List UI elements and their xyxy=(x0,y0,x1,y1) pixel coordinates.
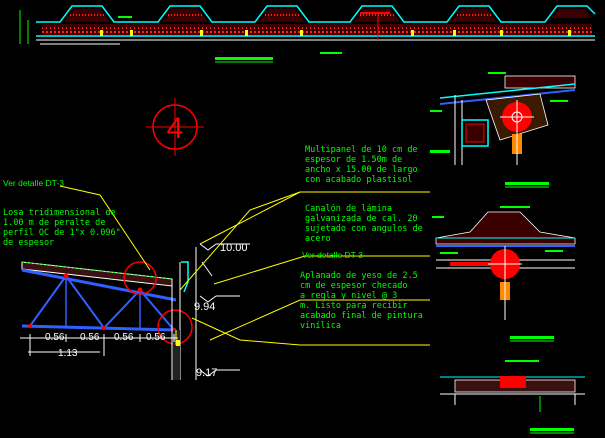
dim-segment-3: 0.56 xyxy=(114,332,134,343)
svg-text:con acabado plastisol: con acabado plastisol xyxy=(305,175,412,185)
elevation-bottom: 9.17 xyxy=(196,367,217,379)
svg-text:acero: acero xyxy=(305,234,331,244)
svg-text:Multipanel de 10 cm de: Multipanel de 10 cm de xyxy=(305,145,418,155)
svg-text:Losa tridimensional de: Losa tridimensional de xyxy=(3,208,116,218)
svg-text:acabado final de pintura: acabado final de pintura xyxy=(300,311,423,321)
svg-text:de espesor: de espesor xyxy=(3,238,54,248)
panel-fasteners xyxy=(100,30,571,36)
svg-text:galvanizada de cal. 20: galvanizada de cal. 20 xyxy=(305,214,418,224)
elevation-marks xyxy=(195,243,250,380)
detail-number: 4 xyxy=(167,112,184,145)
svg-text:cm de espesor checado: cm de espesor checado xyxy=(300,281,407,291)
dim-segment-1: 0.56 xyxy=(45,332,65,343)
note-losa: Losa tridimensional de 1.00 m de peralte… xyxy=(3,208,121,248)
svg-text:espesor de 1.50m de: espesor de 1.50m de xyxy=(305,155,402,165)
detail-gutter-top xyxy=(430,72,576,188)
svg-text:Aplanado de yeso de 2.5: Aplanado de yeso de 2.5 xyxy=(300,271,418,281)
svg-text:m. Listo para recibir: m. Listo para recibir xyxy=(300,301,407,311)
svg-text:1.00 m de peralte de: 1.00 m de peralte de xyxy=(3,218,105,228)
elevation-mid: 9.94 xyxy=(194,301,215,313)
roof-truss-detail: 0.56 0.56 0.56 0.56 1.13 10.00 9.94 9.17 xyxy=(20,242,250,380)
svg-text:a regla y nivel @ 3: a regla y nivel @ 3 xyxy=(300,291,397,301)
callout-circle-upper xyxy=(123,261,157,295)
svg-text:perfil OC de 1"x 0.096": perfil OC de 1"x 0.096" xyxy=(3,228,121,238)
panel-title-label xyxy=(215,57,273,60)
note-multipanel: Multipanel de 10 cm de espesor de 1.50m … xyxy=(305,145,418,185)
leader-lines xyxy=(59,185,430,346)
svg-text:sujetado con angulos de: sujetado con angulos de xyxy=(305,224,423,234)
svg-text:vinílica: vinílica xyxy=(300,321,341,331)
dim-total: 1.13 xyxy=(58,348,78,359)
detail-ridge-middle xyxy=(432,206,576,342)
corrugated-profile xyxy=(36,5,596,23)
detail-base-bottom xyxy=(440,360,585,434)
note-ver-detalle-left: Ver detalle DT-3 xyxy=(3,178,64,188)
dim-segment-4: 0.56 xyxy=(146,332,166,343)
note-aplanado: Aplanado de yeso de 2.5 cm de espesor ch… xyxy=(300,271,423,331)
detail-marker: 4 xyxy=(146,98,204,156)
note-ver-detalle-right: Ver detalle DT-3 xyxy=(302,250,363,260)
svg-text:ancho x 15.00 de largo: ancho x 15.00 de largo xyxy=(305,165,418,175)
svg-text:Canalón de lámina: Canalón de lámina xyxy=(305,203,392,214)
dim-segment-2: 0.56 xyxy=(80,332,100,343)
note-canalon: Canalón de lámina galvanizada de cal. 20… xyxy=(305,203,423,244)
insulation-fill xyxy=(42,9,592,35)
elevation-top: 10.00 xyxy=(220,242,248,254)
roof-panel-section xyxy=(19,5,596,63)
